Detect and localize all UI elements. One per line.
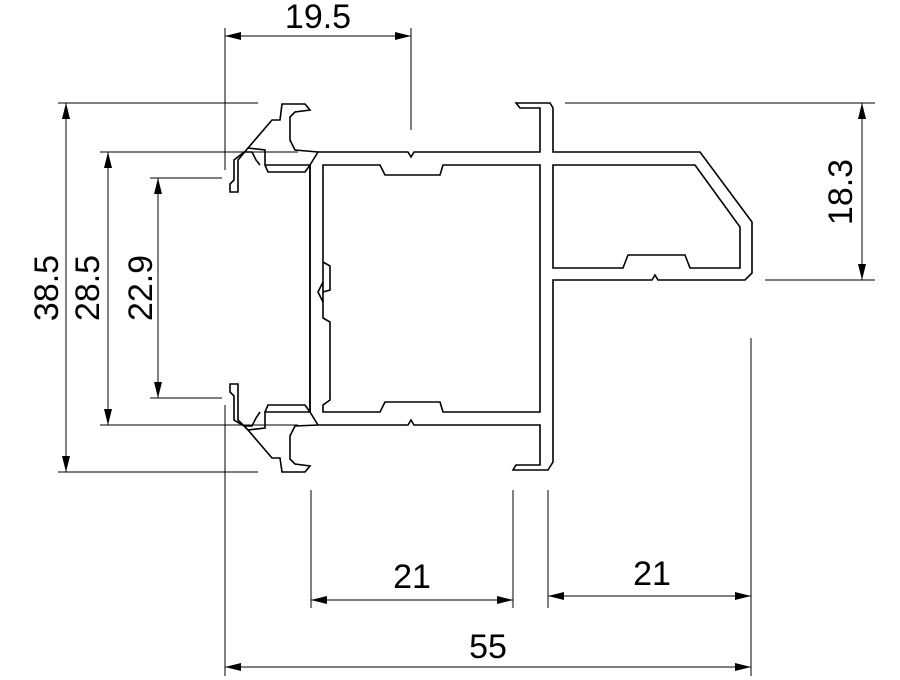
arrowhead [858, 264, 866, 280]
main-chamber-outer [309, 102, 753, 471]
dim-label-right-height: 18.3 [822, 159, 860, 225]
arrowhead [548, 592, 564, 600]
arrowhead [104, 152, 112, 168]
profile-section [229, 102, 753, 473]
arrowhead [62, 456, 70, 472]
dim-label-overall-width: 55 [469, 628, 507, 666]
dim-label-overall-height: 38.5 [28, 255, 66, 321]
dimension-labels: 19.5 38.5 28.5 22.9 18.3 21 21 55 [28, 0, 860, 666]
top-left-lip [229, 147, 311, 193]
arrowhead [104, 409, 112, 425]
arrowhead [225, 32, 241, 40]
dim-label-inner-height: 28.5 [69, 255, 107, 321]
main-chamber-inner [317, 164, 541, 413]
dimension-lines [62, 32, 866, 671]
top-left-hook [246, 103, 319, 166]
dim-label-opening-height: 22.9 [122, 255, 160, 321]
arrowhead [154, 382, 162, 398]
arrowhead [735, 663, 751, 671]
dim-label-bottom-right-width: 21 [633, 555, 671, 593]
dim-label-bottom-left-width: 21 [393, 558, 431, 596]
arrowhead [62, 103, 70, 119]
dim-label-top-width: 19.5 [285, 0, 351, 36]
arrowhead [154, 178, 162, 194]
bottom-left-lip [229, 383, 311, 431]
bottom-left-hook [246, 411, 319, 473]
arrowhead [497, 596, 513, 604]
arrowhead [858, 103, 866, 119]
right-chamber-inner [552, 164, 741, 269]
arrowhead [225, 663, 241, 671]
arrowhead [395, 32, 411, 40]
arrowhead [735, 592, 751, 600]
extension-lines [58, 28, 875, 676]
arrowhead [311, 596, 327, 604]
